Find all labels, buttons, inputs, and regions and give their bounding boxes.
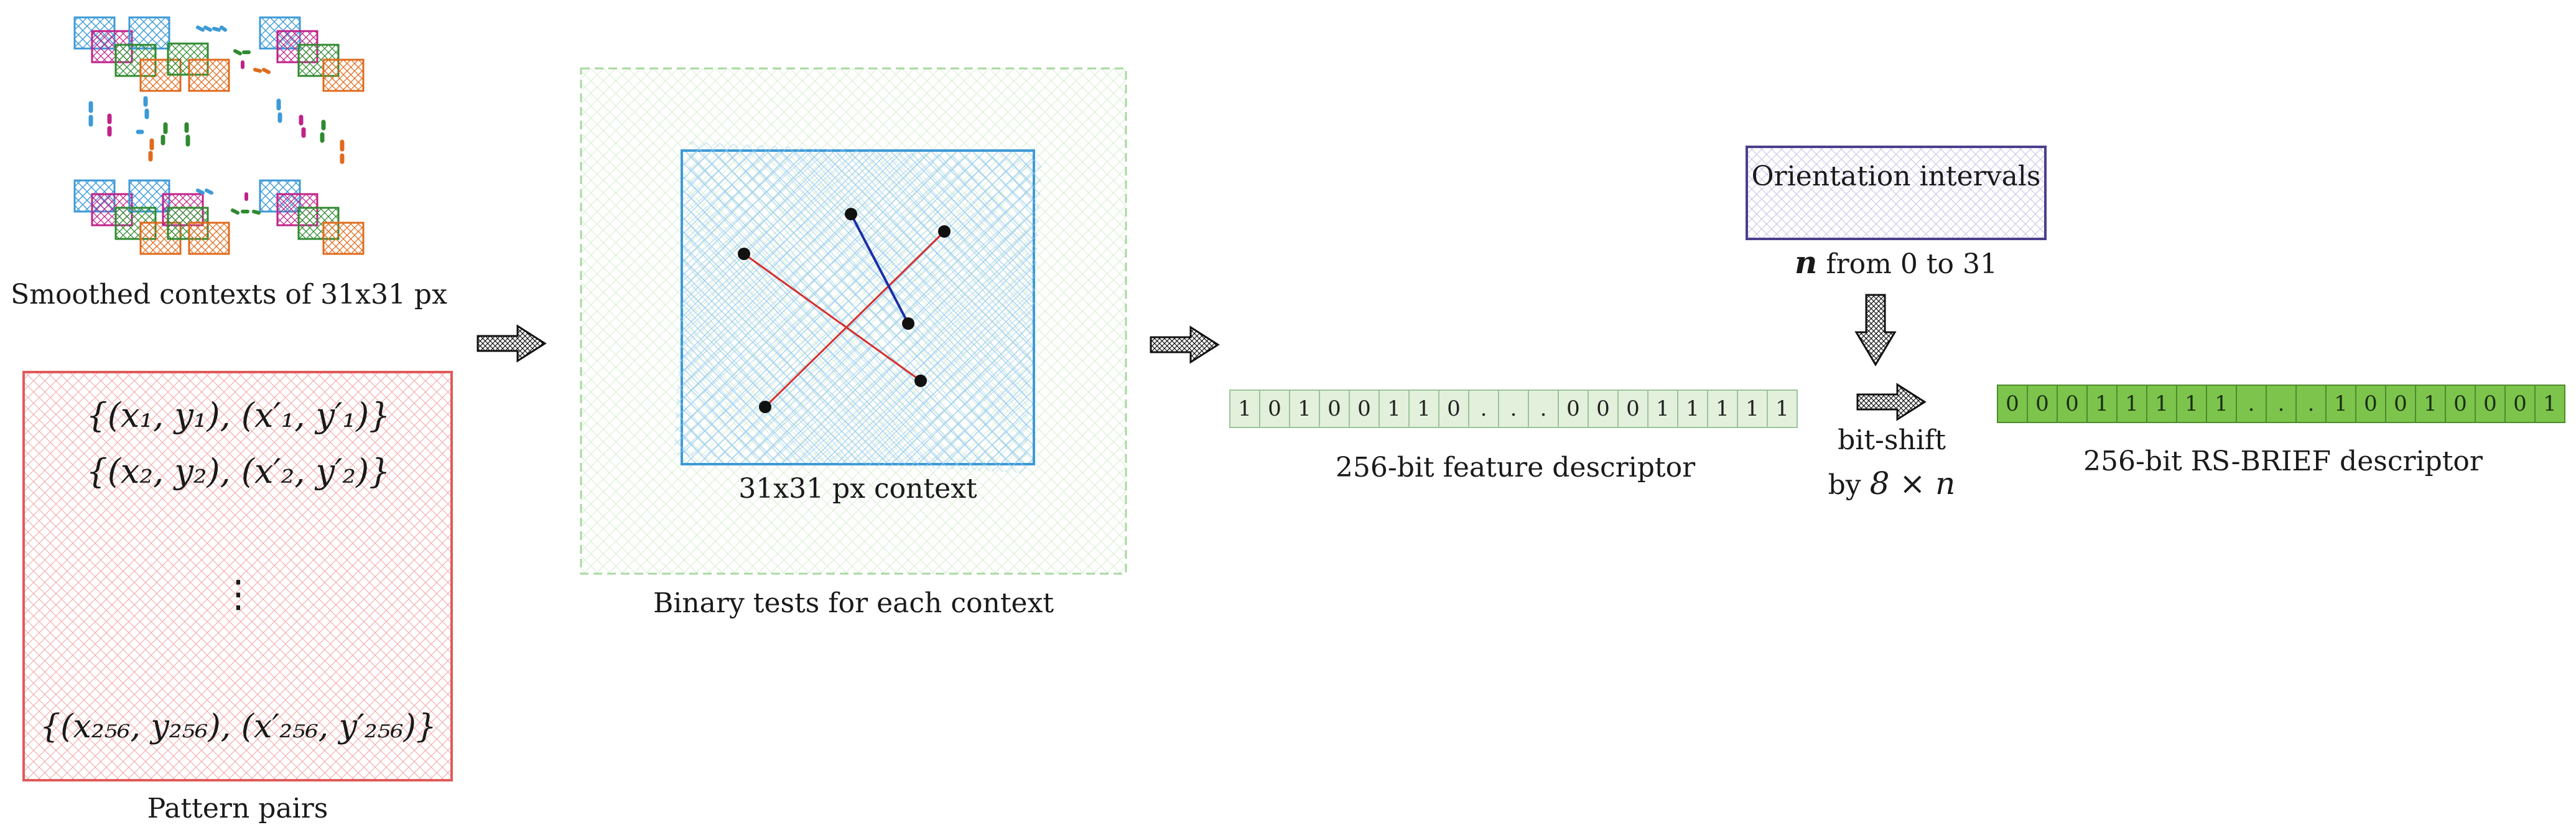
pattern-pairs-label: Pattern pairs xyxy=(147,793,328,824)
binary-test-lines xyxy=(738,208,951,413)
pattern-pair-256: {(x₂₅₆, y₂₅₆), (x′₂₅₆, y′₂₅₆)} xyxy=(40,708,437,745)
bit-cell: 0 xyxy=(1558,390,1589,428)
orientation-intervals-box xyxy=(1746,146,2047,240)
orientation-intervals-label: Orientation intervals xyxy=(1751,161,2041,192)
bit-cell: 1 xyxy=(2176,385,2207,423)
bit-cell: 0 xyxy=(1617,390,1648,428)
bit-cell: 1 xyxy=(2206,385,2237,423)
n-range-text: from 0 to 31 xyxy=(1826,248,1997,280)
arrow-right-icon xyxy=(1150,325,1220,364)
bit-cell: 1 xyxy=(2415,385,2446,423)
bit-cell: 1 xyxy=(1408,390,1439,428)
bit-cell: 0 xyxy=(1349,390,1380,428)
vertical-dots: ⋮ xyxy=(220,572,257,616)
bit-cell: 1 xyxy=(1379,390,1410,428)
n-range-label: n from 0 to 31 xyxy=(1747,244,2045,281)
bit-cell: 0 xyxy=(1588,390,1619,428)
bit-cell: . xyxy=(2295,385,2327,423)
arrow-down-icon xyxy=(1854,294,1897,366)
pattern-pairs-box xyxy=(22,371,453,781)
n-variable: n xyxy=(1794,244,1818,281)
bit-cell: 0 xyxy=(1997,385,2028,423)
bit-cell: . xyxy=(1528,390,1559,428)
bit-cell: 0 xyxy=(2385,385,2416,423)
bit-cell: 1 xyxy=(1737,390,1768,428)
bit-cell: 0 xyxy=(1319,390,1350,428)
bit-cell: 1 xyxy=(1677,390,1708,428)
bit-shift-label: bit-shift xyxy=(1838,424,1946,456)
bit-cell: 1 xyxy=(1767,390,1798,428)
binary-tests-label: Binary tests for each context xyxy=(653,587,1054,619)
rsbrief-descriptor-label: 256-bit RS-BRIEF descriptor xyxy=(2083,445,2483,477)
bit-cell: 1 xyxy=(1289,390,1320,428)
bit-cell: 0 xyxy=(2475,385,2506,423)
bit-cell: . xyxy=(2266,385,2297,423)
bit-cell: 0 xyxy=(2504,385,2536,423)
bit-cell: 0 xyxy=(2027,385,2058,423)
bit-cell: 0 xyxy=(2445,385,2476,423)
bit-cell: . xyxy=(2236,385,2267,423)
smoothed-contexts-label: Smoothed contexts of 31x31 px xyxy=(11,279,447,310)
bit-cell: 1 xyxy=(2086,385,2118,423)
bit-cell: 1 xyxy=(2116,385,2147,423)
arrow-right-icon xyxy=(1856,383,1927,421)
smoothed-contexts-illustration xyxy=(73,16,365,255)
bit-cell: 1 xyxy=(2534,385,2565,423)
arrow-right-icon xyxy=(477,324,547,363)
bit-cell: 1 xyxy=(1647,390,1678,428)
bit-cell: 1 xyxy=(1229,390,1260,428)
bit-cell: 0 xyxy=(2355,385,2386,423)
bit-cell: 1 xyxy=(1707,390,1738,428)
feature-descriptor-label: 256-bit feature descriptor xyxy=(1335,452,1696,483)
pattern-pair-2: {(x₂, y₂), (x′₂, y′₂)} xyxy=(86,452,391,491)
by-text: by xyxy=(1828,469,1861,501)
bit-cell: . xyxy=(1468,390,1499,428)
bit-cell: 0 xyxy=(1259,390,1290,428)
bit-cell: 1 xyxy=(2325,385,2356,423)
bit-cell: . xyxy=(1498,390,1529,428)
shift-amount-label: by 8 × n xyxy=(1802,465,1982,501)
pattern-pair-1: {(x₁, y₁), (x′₁, y′₁)} xyxy=(86,396,391,435)
bit-cell: 1 xyxy=(2146,385,2177,423)
bit-cell: 0 xyxy=(2057,385,2088,423)
context-31-label: 31x31 px context xyxy=(738,473,977,505)
bit-cell: 0 xyxy=(1438,390,1469,428)
shift-expression: 8 × n xyxy=(1869,465,1956,501)
